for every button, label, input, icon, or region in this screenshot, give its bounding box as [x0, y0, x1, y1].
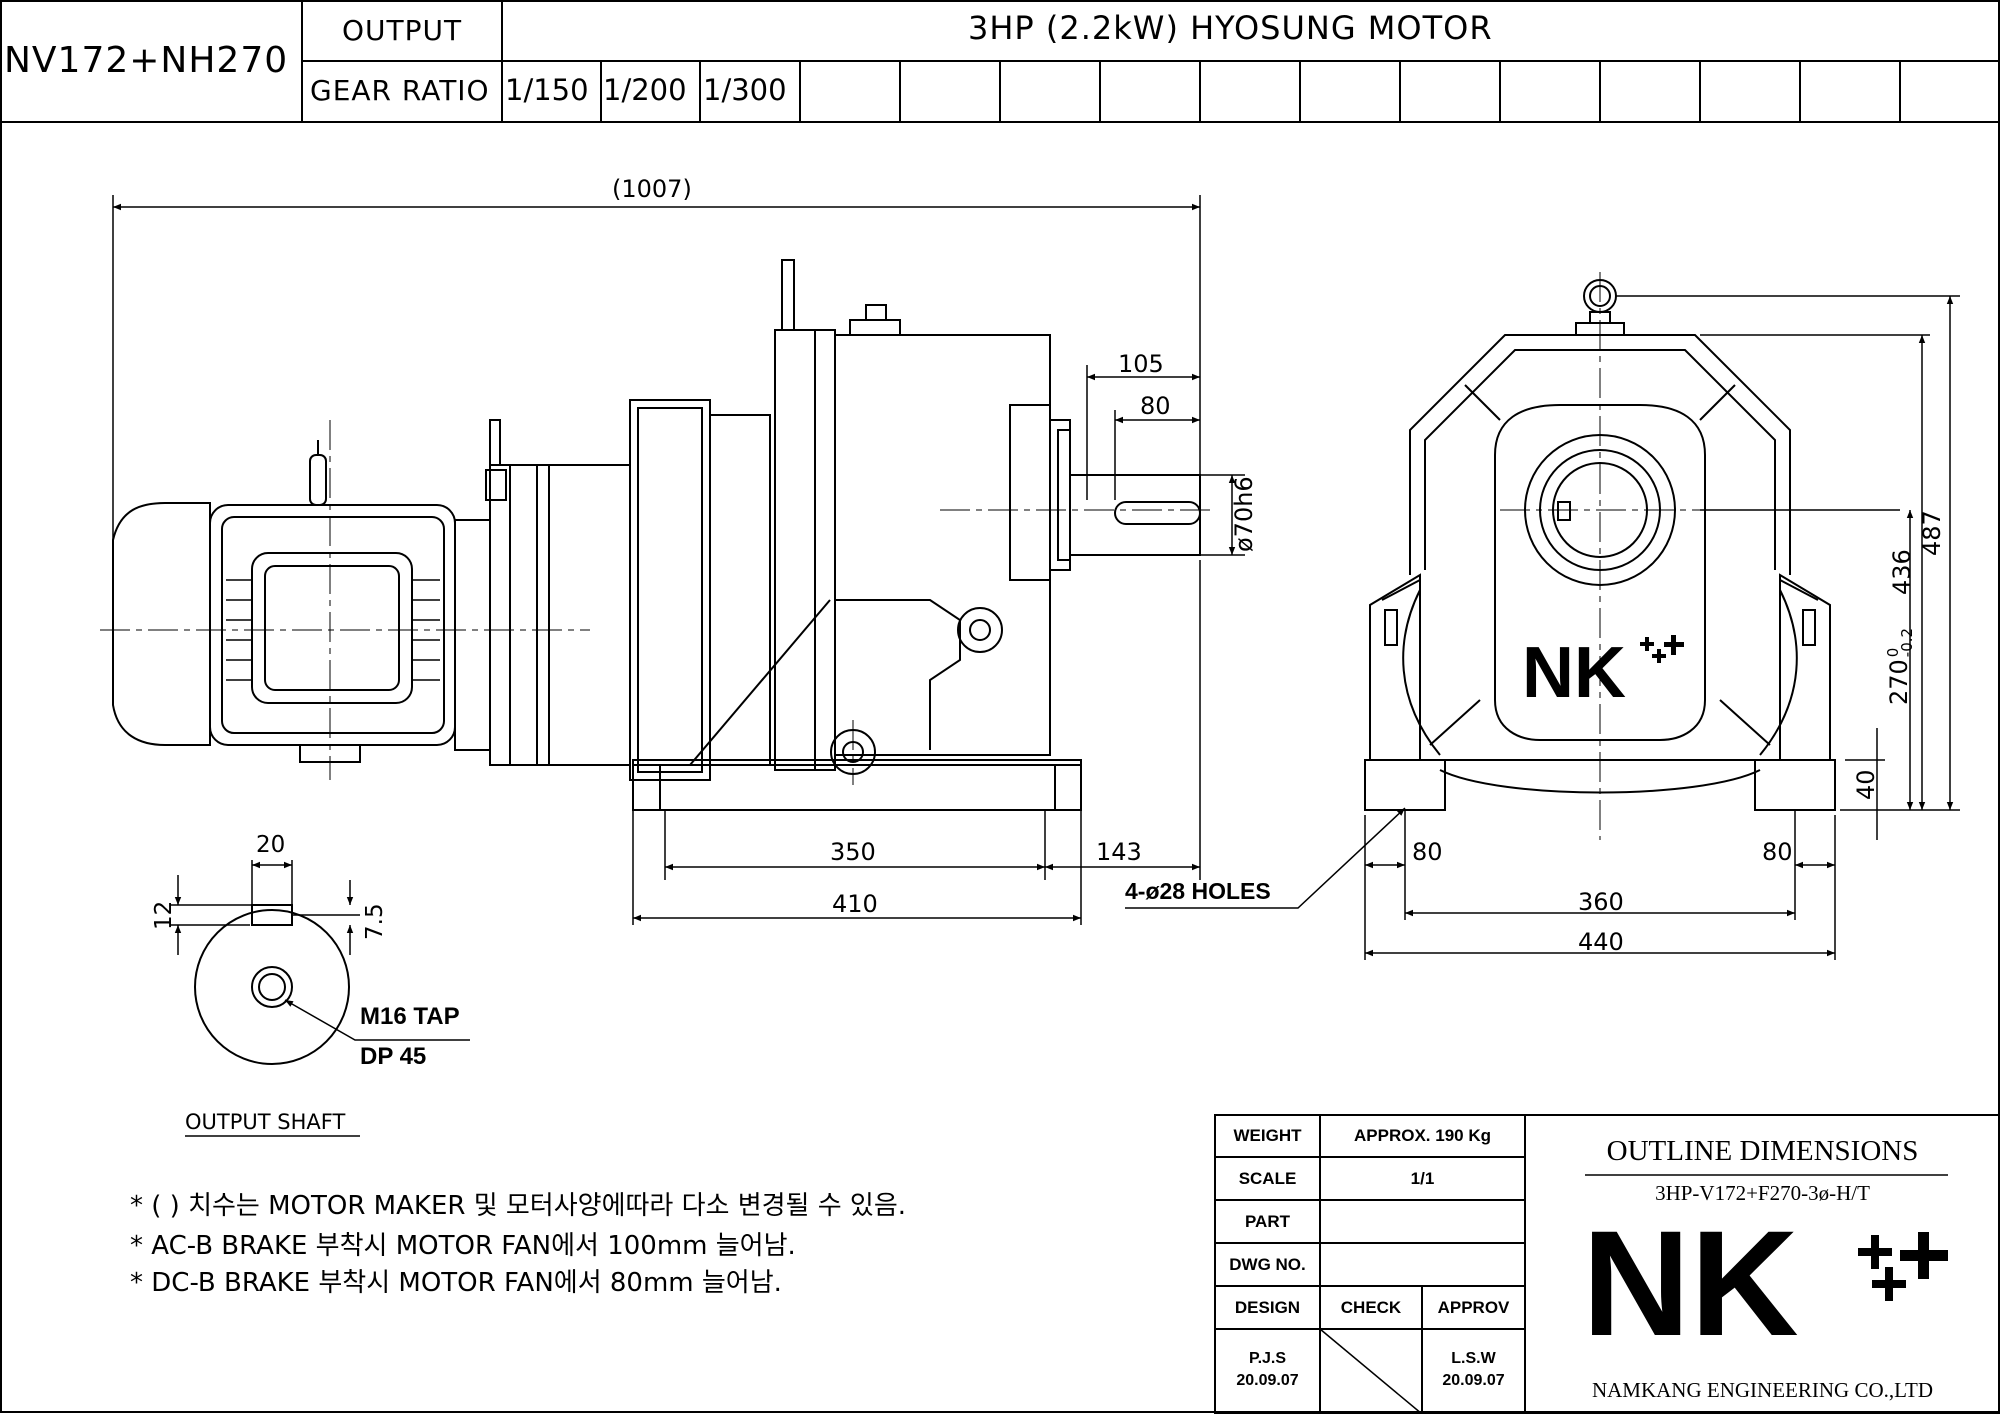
output-shaft-detail	[194, 904, 350, 1065]
dim-80-top: 80	[1140, 392, 1171, 420]
dim-overall-length: (1007)	[612, 175, 692, 203]
title-block-logo-text: NK	[1582, 1199, 1799, 1367]
output-shaft-dimensions	[170, 860, 470, 1137]
dim-key-width: 20	[256, 832, 286, 858]
dim-487: 487	[1918, 510, 1946, 556]
dim-40: 40	[1852, 769, 1880, 800]
design-name: P.J.S	[1248, 1350, 1287, 1367]
gear-ratio-2: 1/200	[603, 73, 687, 107]
note-2: * AC-B BRAKE 부착시 MOTOR FAN에서 100mm 늘어남.	[130, 1231, 796, 1261]
side-view-centerlines	[100, 420, 1215, 785]
note-3: * DC-B BRAKE 부착시 MOTOR FAN에서 80mm 늘어남.	[130, 1268, 782, 1298]
tap-depth: DP 45	[360, 1043, 427, 1070]
weight-label: WEIGHT	[1233, 1126, 1302, 1145]
output-value: 3HP (2.2kW) HYOSUNG MOTOR	[968, 9, 1493, 47]
scale-value: 1/1	[1410, 1169, 1435, 1188]
dim-436: 436	[1888, 549, 1916, 595]
scale-label: SCALE	[1238, 1169, 1297, 1188]
dim-410: 410	[832, 890, 878, 918]
gear-ratio-3: 1/300	[703, 73, 787, 107]
front-view-centerlines	[1500, 272, 1700, 840]
check-label: CHECK	[1340, 1298, 1402, 1317]
dwg-no-label: DWG NO.	[1229, 1255, 1306, 1274]
dim-105: 105	[1118, 350, 1164, 378]
part-label: PART	[1244, 1212, 1290, 1231]
note-1: * ( ) 치수는 MOTOR MAKER 및 모터사양에따라 다소 변경될 수…	[130, 1191, 907, 1221]
dim-80-left: 80	[1412, 838, 1443, 866]
side-view-dimensions	[112, 195, 1406, 925]
design-date: 20.09.07	[1236, 1372, 1299, 1389]
dim-360: 360	[1578, 888, 1624, 916]
drawing-title: OUTLINE DIMENSIONS	[1606, 1135, 1919, 1167]
dim-shaft-dia-text: ø70h6	[1230, 476, 1258, 552]
dim-143: 143	[1096, 838, 1142, 866]
drawing-code: 3HP-V172+F270-3ø-H/T	[1655, 1181, 1870, 1205]
approv-label: APPROV	[1437, 1298, 1510, 1317]
dim-key-depth: 7.5	[362, 903, 388, 940]
dim-440: 440	[1578, 928, 1624, 956]
gear-ratio-1: 1/150	[505, 73, 589, 107]
model-name: NV172+NH270	[4, 40, 289, 81]
side-view	[112, 259, 1201, 811]
approv-date: 20.09.07	[1442, 1372, 1505, 1389]
company-name: NAMKANG ENGINEERING CO.,LTD	[1591, 1378, 1934, 1402]
front-view-logo-text: NK	[1522, 633, 1626, 713]
dim-270-tol-lower: -0.2	[1898, 627, 1916, 658]
tap-size: M16 TAP	[360, 1003, 460, 1030]
output-shaft-caption: OUTPUT SHAFT	[185, 1110, 346, 1134]
dim-key-height: 12	[151, 900, 177, 930]
approv-name: L.S.W	[1451, 1350, 1496, 1367]
weight-value: APPROX. 190 Kg	[1354, 1126, 1491, 1145]
output-label: OUTPUT	[342, 14, 463, 47]
dim-holes: 4-ø28 HOLES	[1125, 878, 1271, 904]
dim-350: 350	[830, 838, 876, 866]
title-block-logo: NK	[1582, 1199, 1948, 1367]
gear-ratio-label: GEAR RATIO	[310, 74, 490, 107]
dim-80-right: 80	[1762, 838, 1793, 866]
dim-270-value: 270	[1885, 659, 1913, 705]
front-view-dimensions	[1364, 295, 1960, 960]
design-label: DESIGN	[1234, 1298, 1301, 1317]
front-view-logo: NK	[1522, 633, 1684, 713]
